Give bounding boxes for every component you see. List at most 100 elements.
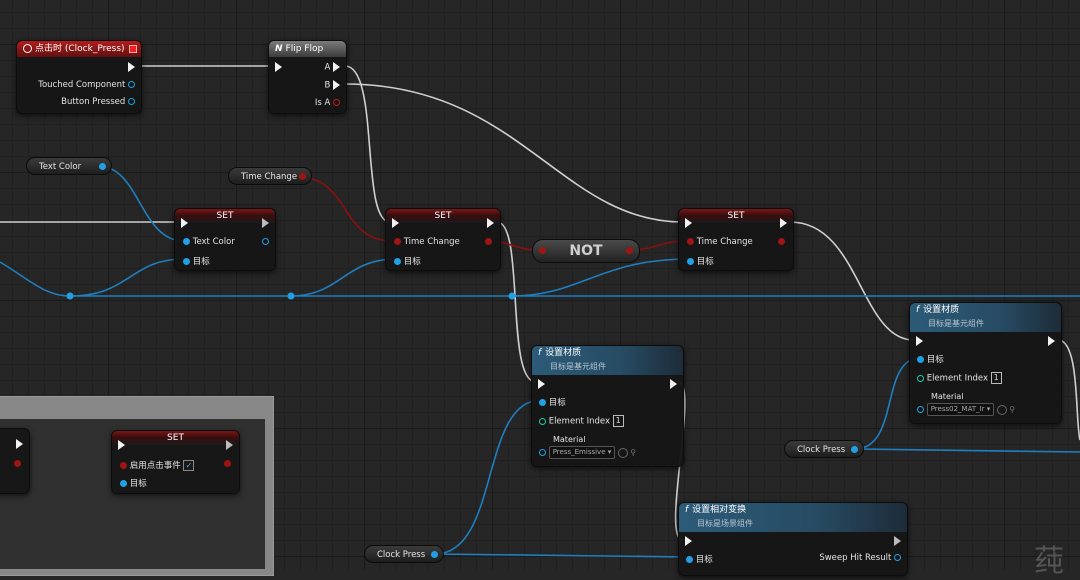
- element-index-pin[interactable]: Element Index 1: [917, 372, 1002, 384]
- flip-flop-a-pin[interactable]: A: [324, 62, 340, 73]
- exec-wire: [1057, 339, 1080, 441]
- exec-out-pin[interactable]: [780, 218, 787, 229]
- function-icon: f: [685, 505, 689, 515]
- set-time-change-node[interactable]: SET Time Change 目标: [385, 208, 501, 271]
- event-node-clock-press[interactable]: 点击时 (Clock_Press) Touched Component Butt…: [16, 40, 142, 114]
- text-color-out-pin[interactable]: [262, 237, 269, 247]
- material-label: Material: [931, 392, 964, 401]
- time-change-pin[interactable]: Time Change: [394, 237, 460, 247]
- set-header: SET: [679, 209, 793, 223]
- pin-label: B: [324, 80, 331, 91]
- target-pin[interactable]: 目标: [687, 255, 714, 267]
- bool-out-pin[interactable]: [224, 459, 231, 469]
- search-icon[interactable]: ⚲: [1009, 405, 1016, 414]
- time-change-out-pin[interactable]: [778, 237, 785, 247]
- sweep-hit-result-pin[interactable]: Sweep Hit Result: [819, 553, 901, 563]
- material-pin[interactable]: Press_Emissive ▾ ⚲: [539, 446, 636, 459]
- partial-node-left[interactable]: [0, 428, 30, 494]
- exec-out-pin[interactable]: [670, 379, 677, 390]
- material-pin[interactable]: Press02_MAT_Ir ▾ ⚲: [917, 403, 1015, 416]
- target-pin[interactable]: 目标: [686, 553, 713, 565]
- variable-out-pin[interactable]: [99, 163, 106, 170]
- target-pin[interactable]: 目标: [120, 477, 147, 489]
- bool-wire: [297, 176, 393, 242]
- pin-label: 目标: [403, 257, 421, 267]
- pin-label: Touched Component: [38, 80, 126, 90]
- exec-in-pin[interactable]: [538, 379, 545, 390]
- pin-label: 目标: [192, 257, 210, 267]
- clock-press-variable-1[interactable]: Clock Press: [364, 545, 444, 563]
- set-header: SET: [112, 431, 239, 445]
- exec-in-pin[interactable]: [685, 536, 692, 547]
- pin-label: 目标: [548, 398, 566, 408]
- reset-icon[interactable]: [997, 404, 1008, 415]
- enable-click-events-pin[interactable]: 启用点击事件 ✓: [120, 459, 195, 471]
- pin-label: Text Color: [192, 237, 235, 247]
- pin-label: Time Change: [696, 237, 753, 247]
- exec-in-pin[interactable]: [392, 218, 399, 229]
- set-time-change-node-2[interactable]: SET Time Change 目标: [678, 208, 794, 271]
- variable-label: Text Color: [39, 162, 82, 172]
- event-icon: [23, 44, 32, 53]
- exec-out-pin[interactable]: [16, 439, 23, 450]
- reset-icon[interactable]: [618, 447, 629, 458]
- exec-out-pin[interactable]: [128, 62, 135, 73]
- touched-component-pin[interactable]: Touched Component: [38, 80, 135, 90]
- object-wire: [0, 261, 1080, 297]
- text-color-pin[interactable]: Text Color: [183, 237, 235, 247]
- exec-out-pin[interactable]: [1048, 336, 1055, 347]
- time-change-variable[interactable]: Time Change: [228, 167, 312, 185]
- object-wire: [854, 357, 921, 450]
- pin-label: A: [324, 62, 331, 73]
- exec-in-pin[interactable]: [118, 440, 125, 451]
- flip-flop-b-pin[interactable]: B: [324, 80, 340, 91]
- pin-label: Button Pressed: [61, 97, 126, 107]
- variable-out-pin[interactable]: [851, 446, 858, 453]
- element-index-pin[interactable]: Element Index 1: [539, 415, 624, 427]
- flip-flop-isa-pin[interactable]: Is A: [315, 98, 340, 108]
- material-dropdown[interactable]: Press02_MAT_Ir ▾: [926, 403, 995, 416]
- element-index-field[interactable]: 1: [990, 372, 1002, 384]
- exec-out-pin[interactable]: [226, 440, 233, 451]
- variable-out-pin[interactable]: [431, 551, 438, 558]
- bool-out-pin[interactable]: [14, 459, 21, 469]
- search-icon[interactable]: ⚲: [630, 448, 637, 457]
- checkbox[interactable]: ✓: [183, 460, 195, 471]
- exec-in-pin[interactable]: [275, 62, 282, 73]
- watermark-text: 莼: [1034, 544, 1064, 579]
- flip-flop-title: Flip Flop: [285, 44, 324, 54]
- set-enable-click-node[interactable]: SET 启用点击事件 ✓ 目标: [111, 430, 240, 494]
- target-pin[interactable]: 目标: [394, 255, 421, 267]
- variable-out-pin[interactable]: [299, 173, 306, 180]
- target-pin[interactable]: 目标: [183, 255, 210, 267]
- time-change-out-pin[interactable]: [485, 237, 492, 247]
- object-wire: [69, 258, 185, 297]
- material-dropdown[interactable]: Press_Emissive ▾: [548, 446, 616, 459]
- target-pin[interactable]: 目标: [539, 396, 566, 408]
- exec-out-pin[interactable]: [894, 536, 901, 547]
- time-change-pin[interactable]: Time Change: [687, 237, 753, 247]
- object-wire: [434, 399, 542, 555]
- text-color-variable[interactable]: Text Color: [26, 157, 112, 175]
- delegate-pin[interactable]: [129, 45, 137, 53]
- exec-out-pin[interactable]: [487, 218, 494, 229]
- button-pressed-pin[interactable]: Button Pressed: [61, 97, 135, 107]
- exec-in-pin[interactable]: [181, 218, 188, 229]
- not-out-pin[interactable]: [626, 247, 633, 254]
- material-value: Press02_MAT_Ir: [930, 405, 985, 413]
- clock-press-variable-2[interactable]: Clock Press: [784, 440, 864, 458]
- exec-out-pin[interactable]: [262, 218, 269, 229]
- exec-in-pin[interactable]: [916, 336, 923, 347]
- material-label: Material: [553, 435, 586, 444]
- not-in-pin[interactable]: [539, 247, 546, 254]
- exec-in-pin[interactable]: [685, 218, 692, 229]
- not-node[interactable]: NOT: [532, 239, 640, 263]
- target-pin[interactable]: 目标: [917, 353, 944, 365]
- element-index-field[interactable]: 1: [612, 415, 624, 427]
- set-text-color-node[interactable]: SET Text Color 目标: [174, 208, 276, 271]
